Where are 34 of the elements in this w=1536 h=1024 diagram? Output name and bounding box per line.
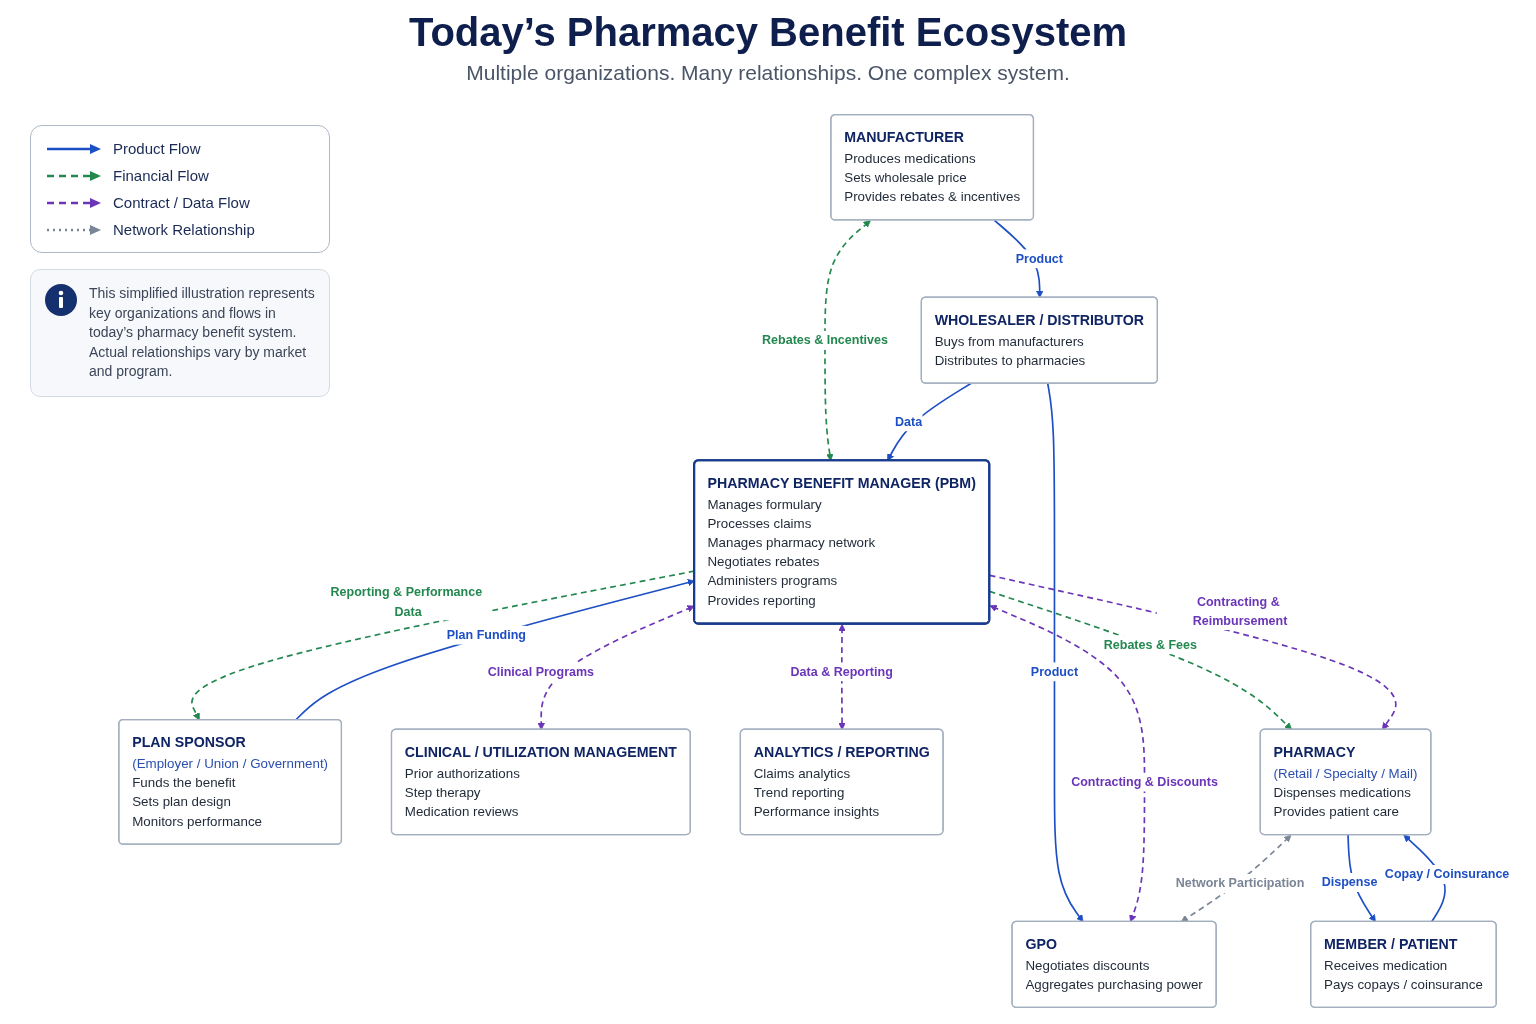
legend-label: Network Relationship xyxy=(113,221,255,238)
organization-box: ANALYTICS / REPORTING Claims analytics Trend reporting Performance insights xyxy=(739,728,944,836)
arrow xyxy=(1046,382,1084,923)
organization-box: PLAN SPONSOR (Employer / Union / Government) Funds the benefit Sets plan design Monitors performance xyxy=(118,718,343,845)
diagram-title: Today’s Pharmacy Benefit Ecosystem xyxy=(408,10,1128,55)
organization-box: MANUFACTURER Produces medications Sets wholesale price Provides rebates & incentives xyxy=(830,114,1035,221)
edge-label: Contracting & Discounts xyxy=(1071,772,1218,792)
edge-label: Network Participation xyxy=(1175,873,1305,893)
organization-box: PHARMACY (Retail / Specialty / Mail) Dispenses medications Provides patient care xyxy=(1259,728,1432,836)
double-arrow xyxy=(838,624,846,730)
double-arrow xyxy=(824,220,871,461)
edge-label: Plan Funding xyxy=(446,625,526,645)
edge-label: Product xyxy=(1030,662,1079,681)
organization-box: WHOLESALER / DISTRIBUTOR Buys from manufacturers Distributes to pharmacies xyxy=(920,296,1158,384)
organization-box: PHARMACY BENEFIT MANAGER (PBM) Manages formulary Processes claims Manages pharmacy network Negotiates rebates Administers programs Provides reporting xyxy=(693,459,991,625)
edge-label: Data xyxy=(895,412,923,432)
edge-label: Dispense xyxy=(1321,872,1378,892)
caption-text: This simplified illustration represents key organizations and flows in today’s pharmacy benefit system. Actual relationships vary by market and program. xyxy=(89,284,315,382)
edge-label: Rebates & Fees xyxy=(1103,635,1197,654)
double-arrow xyxy=(537,605,695,730)
edge-label: Product xyxy=(1015,249,1063,268)
organization-box: MEMBER / PATIENT Receives medication Pays copays / coinsurance xyxy=(1310,920,1497,1008)
double-arrow xyxy=(1180,834,1292,923)
edge-label: Clinical Programs xyxy=(487,662,595,681)
edge-label: Data & Reporting xyxy=(790,662,893,681)
legend-label: Product Flow xyxy=(113,140,201,157)
organization-box: CLINICAL / UTILIZATION MANAGEMENT Prior authorizations Step therapy Medication reviews xyxy=(390,728,691,836)
edge-label: Copay / Coinsurance xyxy=(1384,865,1510,884)
legend-label: Contract / Data Flow xyxy=(113,194,250,211)
organization-box: GPO Negotiates discounts Aggregates purchasing power xyxy=(1011,920,1217,1008)
double-arrow xyxy=(989,604,1146,923)
subtitle: Multiple organizations. Many relationships. One complex system. xyxy=(466,61,1070,85)
edge-label: Rebates & Incentives xyxy=(762,330,888,350)
legend-label: Financial Flow xyxy=(113,167,209,184)
